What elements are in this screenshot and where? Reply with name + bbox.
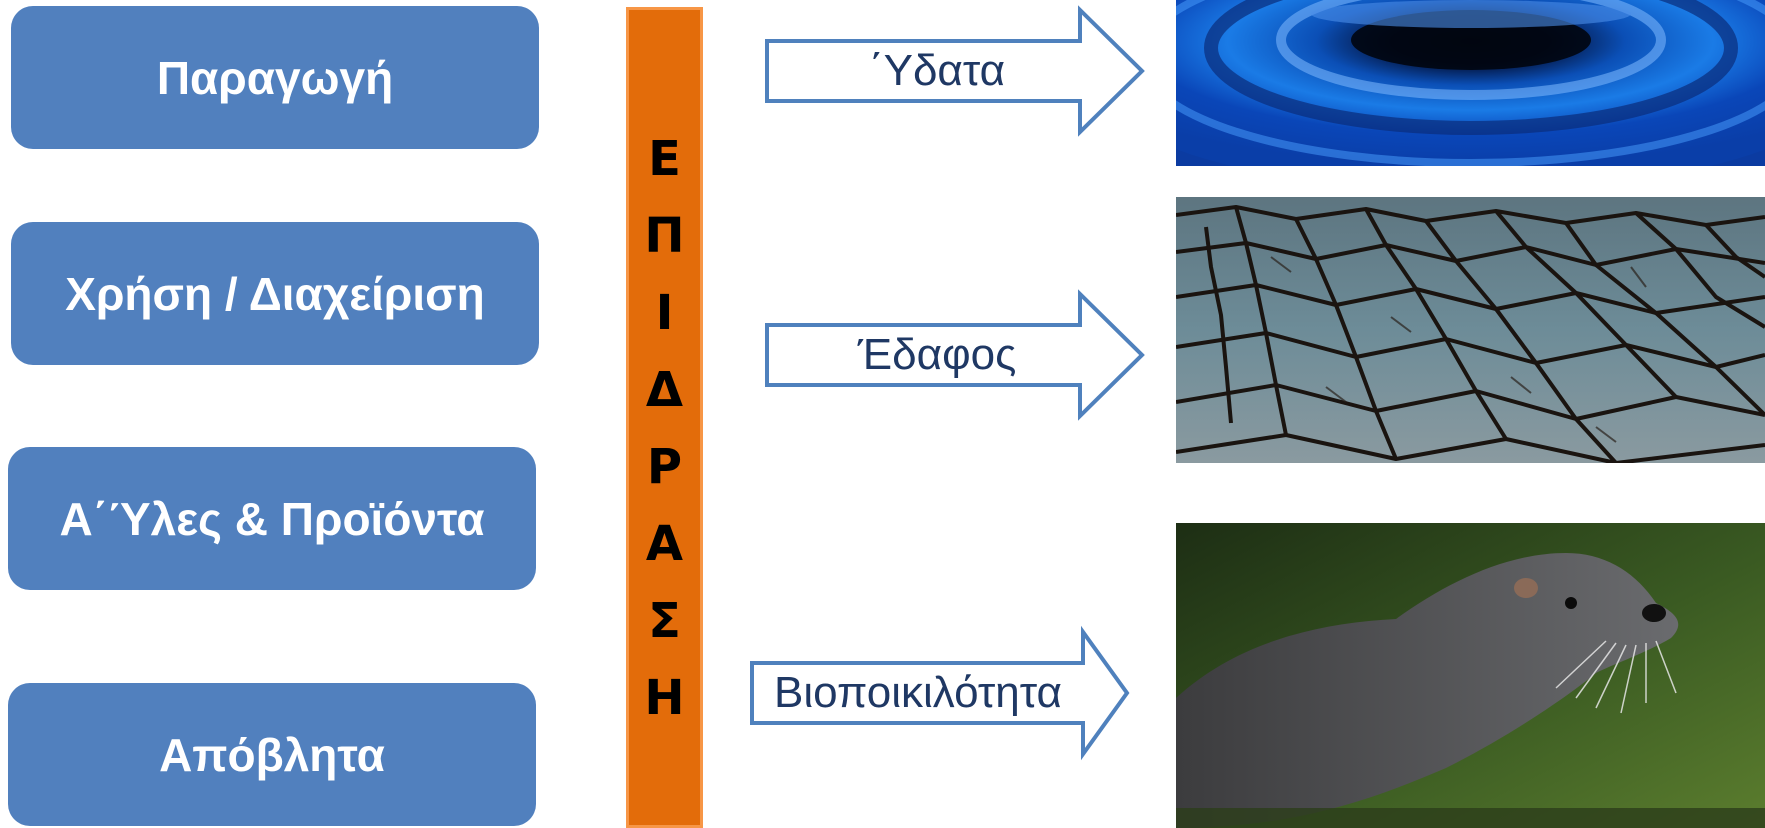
right-arrow-icon — [750, 625, 1130, 761]
stage-box-production: Παραγωγή — [11, 6, 539, 149]
impact-letter: Σ — [648, 593, 681, 649]
impact-letter: Δ — [645, 362, 684, 418]
stage-box-raw-materials-products: Α΄Ύλες & Προϊόντα — [8, 447, 536, 590]
stage-label: Α΄Ύλες & Προϊόντα — [59, 492, 485, 545]
water-ripple-image — [1176, 0, 1765, 166]
stage-label: Παραγωγή — [156, 51, 394, 104]
stage-box-use-management: Χρήση / Διαχείριση — [11, 222, 539, 365]
impact-letter: Ρ — [646, 439, 683, 495]
stage-label: Χρήση / Διαχείριση — [65, 267, 485, 320]
impact-letter: Π — [644, 208, 685, 264]
otter-image — [1176, 523, 1765, 828]
arrow-label: ΄Υδατα — [868, 46, 1006, 95]
impact-letter: Η — [644, 670, 685, 726]
right-arrow-icon — [765, 5, 1145, 137]
arrow-soil: Έδαφος — [765, 289, 1145, 421]
impact-letter: Ι — [655, 285, 674, 341]
arrow-label: Βιοποικιλότητα — [774, 668, 1062, 717]
impact-letter: Ε — [648, 131, 681, 187]
impact-letter: Α — [645, 516, 684, 572]
stage-box-waste: Απόβλητα — [8, 683, 536, 826]
stage-label: Απόβλητα — [159, 728, 385, 781]
arrow-biodiversity: Βιοποικιλότητα — [750, 625, 1130, 761]
impact-bar: Ε Π Ι Δ Ρ Α Σ Η — [626, 7, 703, 828]
arrow-label: Έδαφος — [857, 330, 1017, 379]
cracked-soil-image — [1176, 197, 1765, 463]
arrow-water: ΄Υδατα — [765, 5, 1145, 137]
right-arrow-icon — [765, 289, 1145, 421]
